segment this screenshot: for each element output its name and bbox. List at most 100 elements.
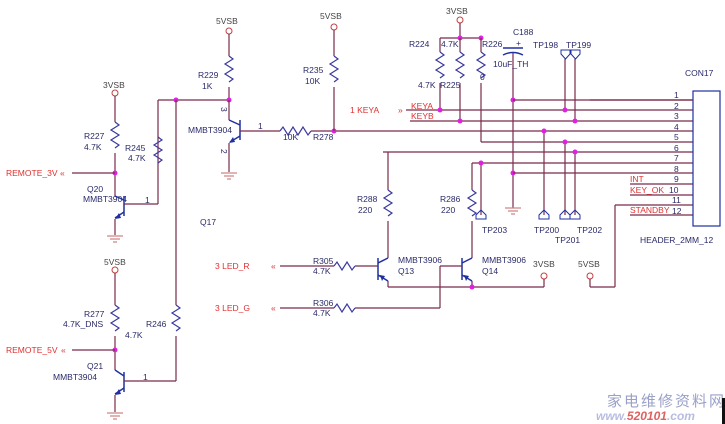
svg-text:10: 10 [669,185,679,195]
svg-text:R246: R246 [146,319,167,329]
svg-text:C188: C188 [513,27,534,37]
q17-stage: 5VSB R229 1K 3 2 MMBT3904 Q17 1 10K R278 [158,16,693,227]
r229-value: 1K [202,81,213,91]
net-keya-port: 1 KEYA [350,105,379,115]
resistor-r235 [328,55,340,83]
net-standby: STANDBY [630,205,670,215]
power-label: 5VSB [216,16,238,26]
svg-text:MMBT3906: MMBT3906 [398,255,442,265]
svg-text:3VSB: 3VSB [446,6,468,16]
svg-text:3VSB: 3VSB [103,80,125,90]
svg-text:+: + [516,38,521,48]
svg-text:8: 8 [674,164,679,174]
svg-text:MMBT3904: MMBT3904 [53,372,97,382]
net-remote-5v: REMOTE_5V [6,345,58,355]
svg-text:4: 4 [674,122,679,132]
svg-text:5VSB: 5VSB [578,259,600,269]
svg-text:家电维修资料网: 家电维修资料网 [607,392,725,410]
svg-text:1: 1 [143,372,148,382]
port-arrow-icon: « [60,168,65,178]
svg-text:1: 1 [258,121,263,131]
svg-text:5VSB: 5VSB [320,11,342,21]
svg-text:R224: R224 [409,39,430,49]
svg-text:4.7K: 4.7K [313,308,331,318]
resistor-r278 [279,125,312,137]
resistor-r246 [170,304,182,332]
svg-text:Q14: Q14 [482,266,498,276]
net-led-r: 3 LED_R [215,261,250,271]
q17-part: MMBT3904 [188,125,232,135]
svg-text:220: 220 [441,205,455,215]
svg-text:TP199: TP199 [566,40,591,50]
test-point-icon [560,49,581,60]
svg-text:3: 3 [674,111,679,121]
svg-text:TP202: TP202 [577,225,602,235]
svg-text:TP198: TP198 [533,40,558,50]
svg-text:R227: R227 [84,131,105,141]
svg-text:R286: R286 [440,194,461,204]
svg-text:4.7K: 4.7K [441,39,459,49]
svg-text:4.7K: 4.7K [128,153,146,163]
svg-text:3: 3 [219,107,229,112]
svg-text:0: 0 [480,72,485,82]
svg-text:12: 12 [672,206,682,216]
key-pullups: 3VSB R224 4.7K 4.7K R225 R226 0 C188 + 1… [409,6,534,215]
net-int: INT [630,174,644,184]
q21-stage: 5VSB R277 4.7K_DNS REMOTE_5V « Q21 MMBT3… [6,257,176,420]
svg-text:1: 1 [674,90,679,100]
svg-text:10uF_TH: 10uF_TH [493,59,528,69]
svg-text:R245: R245 [125,143,146,153]
svg-text:TP201: TP201 [555,235,580,245]
svg-text:R305: R305 [313,256,334,266]
r229-ref: R229 [198,70,219,80]
svg-text:4.7K: 4.7K [418,80,436,90]
svg-text:7: 7 [674,153,679,163]
svg-text:6: 6 [674,143,679,153]
svg-text:R288: R288 [357,194,378,204]
net-remote-3v: REMOTE_3V [6,168,58,178]
svg-text:Q13: Q13 [398,266,414,276]
svg-text:R277: R277 [84,309,105,319]
net-keya: KEYA [411,101,433,111]
watermark: 家电维修资料网 www.520101.com [596,392,725,424]
svg-text:2: 2 [674,101,679,111]
svg-text:R225: R225 [440,80,461,90]
svg-text:«: « [271,303,276,313]
svg-text:10K: 10K [305,76,320,86]
svg-text:4.7K: 4.7K [125,330,143,340]
svg-text:CON17: CON17 [685,68,714,78]
q17-ref: Q17 [200,217,216,227]
svg-text:5: 5 [674,132,679,142]
svg-text:R278: R278 [313,132,334,142]
svg-text:MMBT3904: MMBT3904 [83,194,127,204]
svg-text:11: 11 [672,195,681,205]
net-keyb: KEYB [411,111,434,121]
svg-text:1: 1 [145,195,150,205]
resistor-r227 [109,121,121,149]
svg-text:R235: R235 [303,65,324,75]
svg-text:220: 220 [358,205,372,215]
svg-text:«: « [271,261,276,271]
svg-text:Q21: Q21 [87,361,103,371]
resistor-r229 [223,55,235,83]
ground-icon [221,172,237,180]
svg-text:TP200: TP200 [534,225,559,235]
svg-text:9: 9 [674,174,679,184]
svg-text:Q20: Q20 [87,184,103,194]
svg-text:»: » [398,105,403,115]
svg-text:5VSB: 5VSB [104,257,126,267]
svg-text:www.520101.com: www.520101.com [596,409,695,423]
svg-text:HEADER_2MM_12: HEADER_2MM_12 [640,235,713,245]
led-drivers: R288 220 R286 220 MMBT3906 Q13 MMBT3906 … [215,152,616,318]
q20-stage: 3VSB R227 4.7K REMOTE_3V « Q20 MMBT3904 … [6,80,164,243]
svg-text:4.7K_DNS: 4.7K_DNS [63,319,103,329]
svg-text:4.7K: 4.7K [84,142,102,152]
svg-text:3VSB: 3VSB [533,259,555,269]
svg-text:4.7K: 4.7K [313,266,331,276]
connector-con17: CON17 HEADER_2MM_12 1 2 3 4 5 6 7 8 9 10… [590,68,721,245]
svg-text:«: « [61,345,66,355]
svg-text:R306: R306 [313,298,334,308]
svg-text:R226: R226 [482,39,503,49]
resistor-r277 [109,304,121,332]
